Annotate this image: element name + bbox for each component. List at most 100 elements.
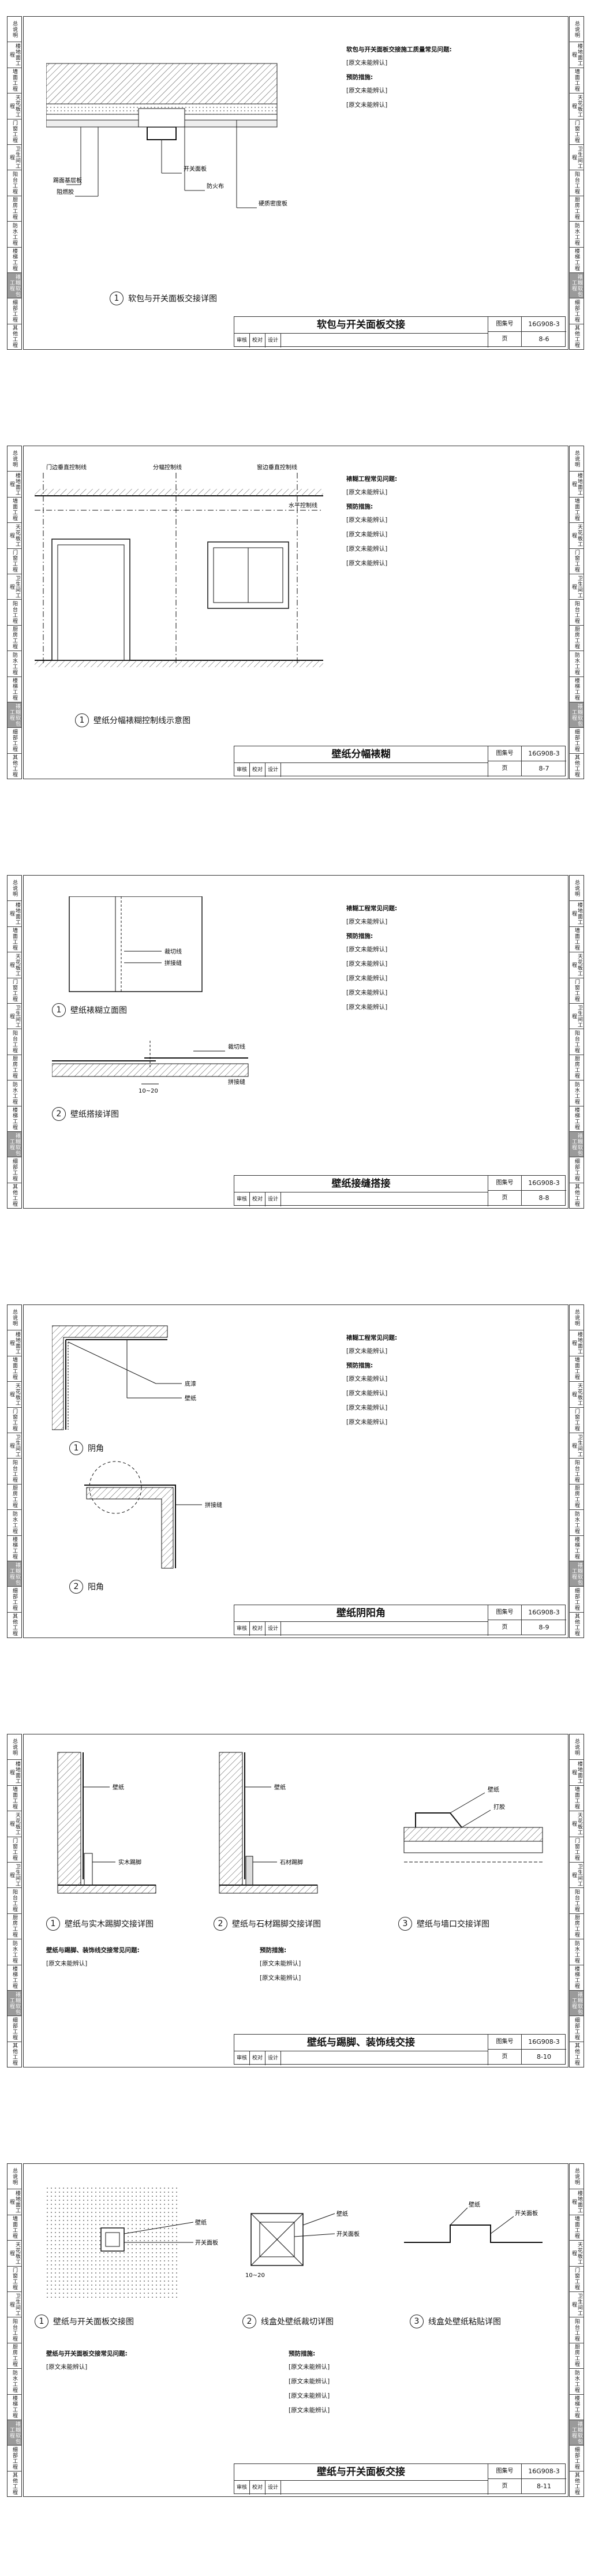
tab-other[interactable]: 其他工程 bbox=[574, 2043, 579, 2066]
tab-floor[interactable]: 楼地面工程 bbox=[570, 42, 583, 68]
tab-general[interactable]: 总说明 bbox=[8, 446, 21, 472]
tab-details[interactable]: 细部工程 bbox=[8, 728, 21, 754]
tab-stairs[interactable]: 楼梯工程 bbox=[570, 2395, 583, 2420]
tab-stairs[interactable]: 楼梯工程 bbox=[570, 1106, 583, 1132]
tab-floor[interactable]: 楼地面工程 bbox=[8, 1760, 21, 1786]
tab-wallpaper-upholstery[interactable]: 裱糊软包工程 bbox=[8, 1561, 21, 1587]
tab-other[interactable]: 其他工程 bbox=[574, 2472, 579, 2496]
tab-waterproof[interactable]: 防水工程 bbox=[8, 651, 21, 677]
tab-balcony[interactable]: 阳台工程 bbox=[8, 2317, 21, 2343]
tab-balcony[interactable]: 阳台工程 bbox=[570, 2317, 583, 2343]
tab-waterproof[interactable]: 防水工程 bbox=[8, 1939, 21, 1965]
tab-ceiling[interactable]: 天花板工程 bbox=[570, 1382, 583, 1408]
tab-stairs[interactable]: 楼梯工程 bbox=[570, 1965, 583, 1991]
tab-kitchen[interactable]: 厨房工程 bbox=[8, 1485, 21, 1511]
tab-general[interactable]: 总说明 bbox=[8, 876, 21, 902]
tab-kitchen[interactable]: 厨房工程 bbox=[570, 1914, 583, 1940]
tab-general[interactable]: 总说明 bbox=[8, 1305, 21, 1331]
tab-wall[interactable]: 墙面工程 bbox=[570, 927, 583, 953]
tab-other[interactable]: 其他工程 bbox=[574, 1613, 579, 1637]
tab-bathroom[interactable]: 卫生间工程 bbox=[8, 1433, 21, 1459]
tab-door-window[interactable]: 门窗工程 bbox=[8, 2267, 21, 2292]
tab-door-window[interactable]: 门窗工程 bbox=[570, 2267, 583, 2292]
tab-kitchen[interactable]: 厨房工程 bbox=[8, 1055, 21, 1081]
tab-wall[interactable]: 墙面工程 bbox=[8, 1786, 21, 1812]
tab-wall[interactable]: 墙面工程 bbox=[570, 2215, 583, 2241]
tab-kitchen[interactable]: 厨房工程 bbox=[8, 2343, 21, 2369]
tab-waterproof[interactable]: 防水工程 bbox=[570, 651, 583, 677]
tab-door-window[interactable]: 门窗工程 bbox=[570, 978, 583, 1004]
tab-stairs[interactable]: 楼梯工程 bbox=[8, 1106, 21, 1132]
tab-wallpaper-upholstery[interactable]: 裱糊软包工程 bbox=[570, 702, 583, 728]
tab-kitchen[interactable]: 厨房工程 bbox=[570, 626, 583, 652]
tab-floor[interactable]: 楼地面工程 bbox=[8, 472, 21, 498]
tab-general[interactable]: 总说明 bbox=[8, 1734, 21, 1760]
tab-stairs[interactable]: 楼梯工程 bbox=[570, 677, 583, 702]
tab-ceiling[interactable]: 天花板工程 bbox=[8, 1811, 21, 1837]
tab-waterproof[interactable]: 防水工程 bbox=[8, 2369, 21, 2395]
tab-kitchen[interactable]: 厨房工程 bbox=[8, 626, 21, 652]
tab-kitchen[interactable]: 厨房工程 bbox=[570, 2343, 583, 2369]
tab-general[interactable]: 总说明 bbox=[570, 2164, 583, 2190]
tab-stairs[interactable]: 楼梯工程 bbox=[8, 248, 21, 273]
tab-ceiling[interactable]: 天花板工程 bbox=[8, 94, 21, 119]
tab-door-window[interactable]: 门窗工程 bbox=[570, 1837, 583, 1863]
tab-kitchen[interactable]: 厨房工程 bbox=[570, 196, 583, 222]
tab-ceiling[interactable]: 天花板工程 bbox=[570, 2241, 583, 2267]
tab-wall[interactable]: 墙面工程 bbox=[8, 2215, 21, 2241]
tab-door-window[interactable]: 门窗工程 bbox=[8, 549, 21, 574]
tab-bathroom[interactable]: 卫生间工程 bbox=[570, 1004, 583, 1030]
tab-wallpaper-upholstery[interactable]: 裱糊软包工程 bbox=[8, 702, 21, 728]
tab-ceiling[interactable]: 天花板工程 bbox=[570, 952, 583, 978]
tab-bathroom[interactable]: 卫生间工程 bbox=[570, 2292, 583, 2318]
tab-other[interactable]: 其他工程 bbox=[12, 325, 17, 349]
tab-balcony[interactable]: 阳台工程 bbox=[8, 1888, 21, 1914]
tab-details[interactable]: 细部工程 bbox=[8, 1157, 21, 1183]
tab-stairs[interactable]: 楼梯工程 bbox=[570, 248, 583, 273]
tab-wall[interactable]: 墙面工程 bbox=[8, 927, 21, 953]
tab-other[interactable]: 其他工程 bbox=[12, 1184, 17, 1207]
tab-wallpaper-upholstery[interactable]: 裱糊软包工程 bbox=[570, 2420, 583, 2446]
tab-floor[interactable]: 楼地面工程 bbox=[8, 901, 21, 927]
tab-bathroom[interactable]: 卫生间工程 bbox=[570, 1863, 583, 1889]
tab-other[interactable]: 其他工程 bbox=[12, 2043, 17, 2066]
tab-details[interactable]: 细部工程 bbox=[8, 1587, 21, 1613]
tab-other[interactable]: 其他工程 bbox=[574, 325, 579, 349]
tab-ceiling[interactable]: 天花板工程 bbox=[570, 1811, 583, 1837]
tab-balcony[interactable]: 阳台工程 bbox=[570, 1888, 583, 1914]
tab-wallpaper-upholstery[interactable]: 裱糊软包工程 bbox=[570, 272, 583, 299]
tab-general[interactable]: 总说明 bbox=[570, 876, 583, 902]
tab-wallpaper-upholstery[interactable]: 裱糊软包工程 bbox=[8, 1131, 21, 1158]
tab-door-window[interactable]: 门窗工程 bbox=[8, 978, 21, 1004]
tab-stairs[interactable]: 楼梯工程 bbox=[8, 677, 21, 702]
tab-floor[interactable]: 楼地面工程 bbox=[570, 1330, 583, 1356]
tab-details[interactable]: 细部工程 bbox=[8, 2446, 21, 2472]
tab-stairs[interactable]: 楼梯工程 bbox=[8, 2395, 21, 2420]
tab-details[interactable]: 细部工程 bbox=[8, 2016, 21, 2042]
tab-general[interactable]: 总说明 bbox=[8, 17, 21, 43]
tab-door-window[interactable]: 门窗工程 bbox=[8, 1408, 21, 1433]
tab-floor[interactable]: 楼地面工程 bbox=[570, 2189, 583, 2215]
tab-bathroom[interactable]: 卫生间工程 bbox=[8, 1004, 21, 1030]
tab-general[interactable]: 总说明 bbox=[570, 1734, 583, 1760]
tab-floor[interactable]: 楼地面工程 bbox=[570, 472, 583, 498]
tab-ceiling[interactable]: 天花板工程 bbox=[8, 2241, 21, 2267]
tab-stairs[interactable]: 楼梯工程 bbox=[8, 1965, 21, 1991]
tab-details[interactable]: 细部工程 bbox=[570, 1587, 583, 1613]
tab-bathroom[interactable]: 卫生间工程 bbox=[570, 574, 583, 600]
tab-door-window[interactable]: 门窗工程 bbox=[570, 549, 583, 574]
tab-ceiling[interactable]: 天花板工程 bbox=[8, 1382, 21, 1408]
tab-floor[interactable]: 楼地面工程 bbox=[8, 1330, 21, 1356]
tab-bathroom[interactable]: 卫生间工程 bbox=[8, 145, 21, 171]
tab-ceiling[interactable]: 天花板工程 bbox=[570, 94, 583, 119]
tab-balcony[interactable]: 阳台工程 bbox=[8, 1029, 21, 1055]
tab-details[interactable]: 细部工程 bbox=[570, 2016, 583, 2042]
tab-stairs[interactable]: 楼梯工程 bbox=[8, 1536, 21, 1561]
tab-details[interactable]: 细部工程 bbox=[570, 1157, 583, 1183]
tab-ceiling[interactable]: 天花板工程 bbox=[8, 523, 21, 549]
tab-door-window[interactable]: 门窗工程 bbox=[570, 119, 583, 145]
tab-balcony[interactable]: 阳台工程 bbox=[570, 1459, 583, 1485]
tab-ceiling[interactable]: 天花板工程 bbox=[8, 952, 21, 978]
tab-details[interactable]: 细部工程 bbox=[8, 298, 21, 324]
tab-waterproof[interactable]: 防水工程 bbox=[8, 1510, 21, 1536]
